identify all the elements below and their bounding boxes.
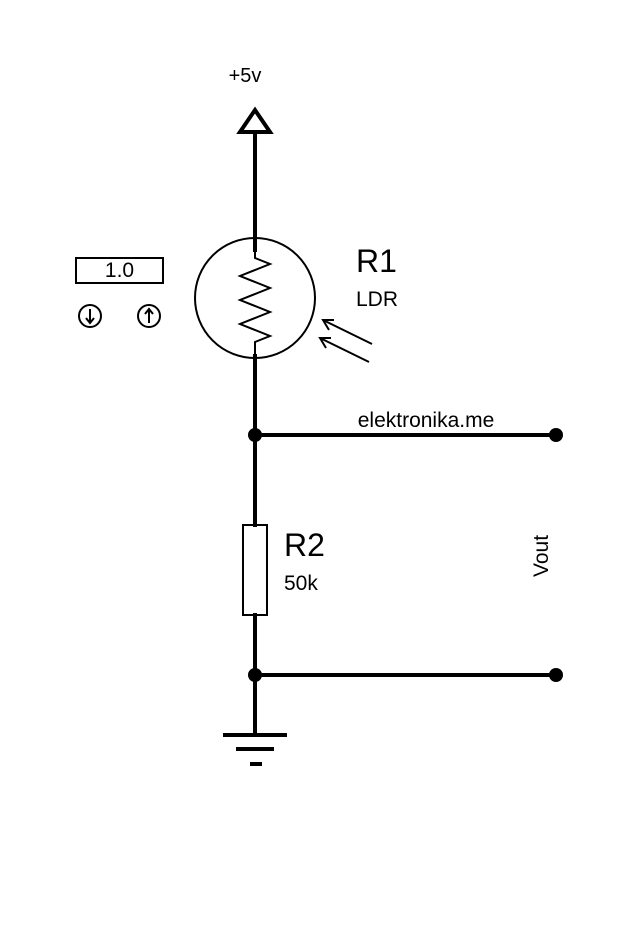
supply-arrow-icon [236,106,274,134]
light-level-display: 1.0 [75,257,164,284]
light-arrows-icon [318,319,373,363]
arrow-down-circle-icon [78,304,102,328]
output-terminal-bottom [549,668,563,682]
ldr-type-label: LDR [356,288,398,311]
ldr-name-label: R1 [356,243,397,279]
ldr-symbol [194,237,316,359]
increase-light-button[interactable] [137,304,161,328]
ground-icon [223,733,287,766]
junction-bottom [248,668,262,682]
resistor-value-label: 50k [284,572,318,595]
decrease-light-button[interactable] [78,304,102,328]
resistor-body [242,524,268,616]
supply-label: +5v [229,65,262,87]
arrow-up-circle-icon [137,304,161,328]
resistor-name-label: R2 [284,527,325,563]
watermark-label: elektronika.me [358,409,495,432]
output-label: Vout [530,535,553,577]
junction-top [248,428,262,442]
output-terminal-top [549,428,563,442]
